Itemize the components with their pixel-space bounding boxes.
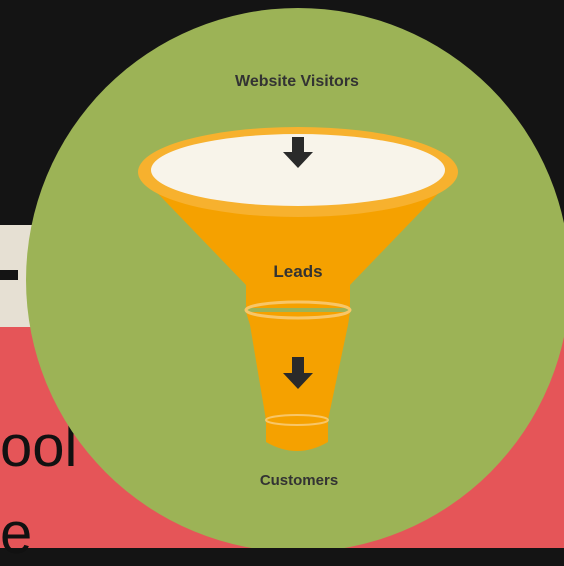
dash-mark	[0, 270, 18, 280]
funnel-opening	[151, 134, 445, 206]
partial-background-word: ool	[0, 414, 78, 479]
down-arrow-icon	[283, 137, 313, 168]
stage-label-visitors: Website Visitors	[235, 73, 359, 90]
down-arrow-icon	[283, 357, 313, 389]
stage-label-customers: Customers	[260, 472, 338, 489]
stage-label-leads: Leads	[273, 262, 322, 281]
funnel-spout	[266, 420, 328, 451]
funnel	[138, 127, 458, 451]
sales-funnel-diagram: Website Visitors Leads Customers	[26, 8, 564, 548]
funnel-mid-rim	[244, 300, 352, 320]
funnel-spout-rim	[265, 414, 329, 426]
